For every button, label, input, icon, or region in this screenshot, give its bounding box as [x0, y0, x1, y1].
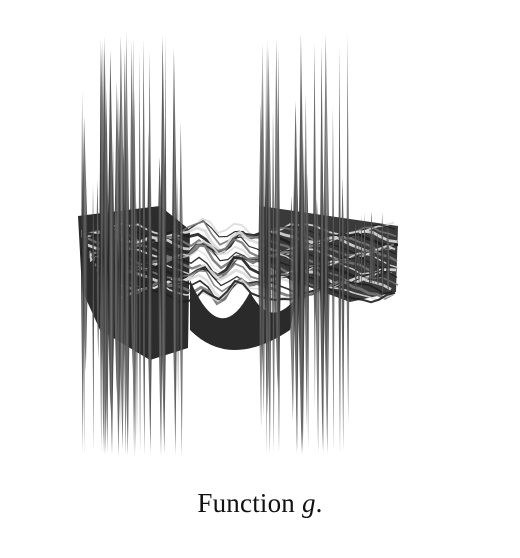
surface-spike	[372, 224, 376, 289]
caption-period: .	[315, 488, 323, 518]
surface-spike	[319, 45, 325, 452]
surface-spike	[370, 212, 374, 281]
surface-spike	[358, 220, 360, 285]
surface-spike	[304, 93, 308, 427]
surface-spike	[386, 225, 390, 296]
surface-spike	[293, 100, 300, 452]
surface-spikes	[81, 32, 390, 458]
surface-spike	[142, 38, 146, 456]
surface-spike	[81, 116, 89, 373]
surface-spike	[338, 46, 341, 455]
surface-spike	[381, 213, 384, 281]
surface-plot-figure	[60, 30, 420, 460]
surface-spike	[177, 174, 179, 407]
surface-spike	[299, 77, 305, 352]
surface-spike	[369, 223, 372, 285]
surface-spike	[341, 176, 345, 451]
surface-spike	[332, 106, 335, 452]
surface-spike	[179, 121, 184, 458]
surface-spike	[96, 179, 100, 361]
surface-spike	[171, 48, 178, 456]
surface-spike	[312, 42, 317, 326]
surface-spike	[354, 220, 357, 300]
caption-text: Function	[197, 488, 302, 518]
surface-spike	[160, 35, 167, 454]
caption-function-symbol: g	[301, 488, 316, 518]
figure-caption: Function g.	[0, 488, 520, 519]
surface-spike	[100, 82, 103, 368]
surface-spike	[103, 50, 108, 439]
surface-spike	[138, 50, 142, 453]
surface-spike	[271, 108, 275, 452]
surface-spike	[123, 32, 131, 457]
surface-spike	[266, 47, 272, 456]
surface-spike	[288, 195, 296, 422]
surface-spike	[148, 51, 152, 456]
surface-spike	[323, 191, 329, 377]
surface-spike	[346, 33, 350, 424]
surface-spike	[360, 214, 363, 295]
surface-spike	[113, 201, 119, 395]
surface-spike	[129, 40, 135, 371]
surface-plot	[78, 32, 399, 458]
surface-spike	[107, 49, 115, 455]
surface-spike	[118, 35, 126, 451]
surface-spike	[92, 184, 95, 453]
surface-spike	[274, 37, 280, 390]
surface-spike	[376, 226, 380, 288]
surface-spike	[258, 161, 263, 429]
surface-spike	[133, 88, 137, 453]
surface-spike	[363, 212, 366, 282]
surface-spike	[306, 171, 309, 448]
